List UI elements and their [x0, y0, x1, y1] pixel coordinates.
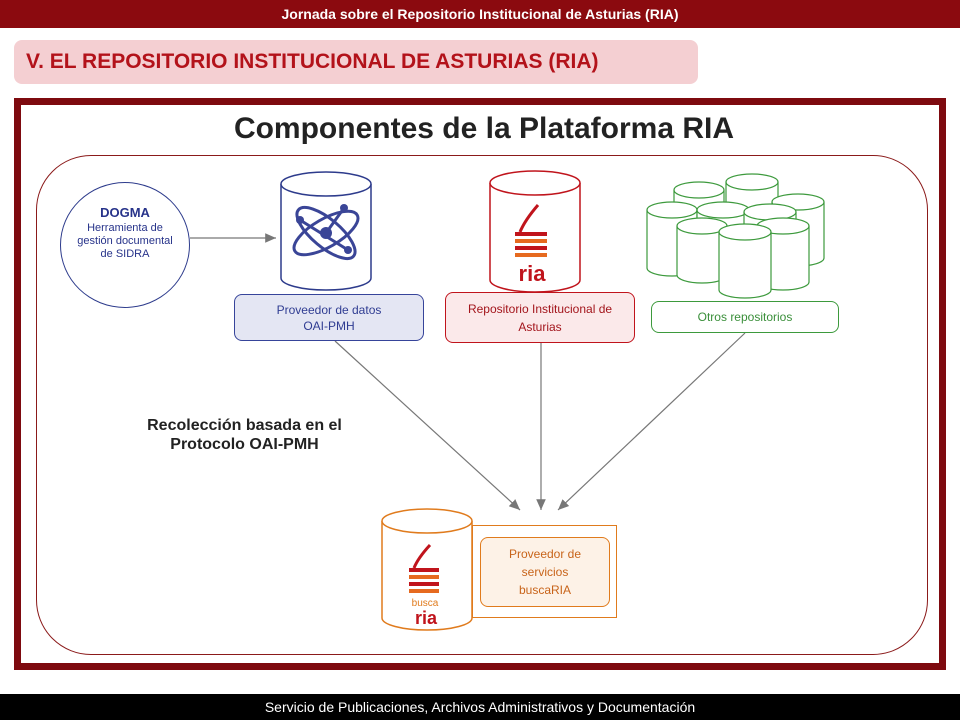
ria-label-box: Repositorio Institucional de Asturias	[445, 292, 635, 343]
others-label-box: Otros repositorios	[651, 301, 839, 333]
harvest-label: Recolección basada en el Protocolo OAI-P…	[147, 417, 342, 453]
presentation-header: Jornada sobre el Repositorio Institucion…	[0, 0, 960, 28]
buscaria-logo-text: ria	[415, 608, 438, 628]
provider-database-icon	[280, 171, 372, 291]
others-label: Otros repositorios	[697, 310, 793, 324]
ria-database-icon: ria	[489, 170, 581, 293]
service-label-box: Proveedor de servicios buscaRIA	[480, 537, 610, 607]
other-repositories-icon	[646, 173, 825, 299]
presentation-footer: Servicio de Publicaciones, Archivos Admi…	[0, 694, 960, 720]
provider-label: Proveedor de datos OAI-PMH	[276, 302, 382, 333]
section-heading: V. EL REPOSITORIO INSTITUCIONAL DE ASTUR…	[14, 40, 698, 84]
dogma-node: DOGMA Herramienta de gestión documental …	[60, 182, 190, 308]
diagram-title: Componentes de la Plataforma RIA	[233, 112, 735, 145]
harvest-arrow-others	[557, 332, 746, 511]
platform-boundary	[36, 155, 928, 655]
atom-icon	[292, 205, 360, 261]
section-title: V. EL REPOSITORIO INSTITUCIONAL DE ASTUR…	[26, 50, 599, 73]
buscaria-database-icon: busca ria	[381, 508, 473, 631]
service-label: Proveedor de servicios buscaRIA	[508, 547, 582, 597]
dogma-title: DOGMA	[100, 205, 150, 220]
harvest-arrow-provider	[334, 340, 521, 511]
ria-logo-icon: ria	[515, 204, 547, 286]
service-provider-frame	[472, 525, 617, 618]
provider-label-box: Proveedor de datos OAI-PMH	[234, 294, 424, 341]
busca-logo-text: busca	[412, 598, 439, 609]
buscaria-logo-icon: busca ria	[409, 543, 439, 628]
ria-label: Repositorio Institucional de Asturias	[467, 301, 613, 334]
dogma-description: Herramienta de gestión documental de SID…	[77, 222, 173, 260]
ria-logo-text: ria	[519, 261, 547, 286]
